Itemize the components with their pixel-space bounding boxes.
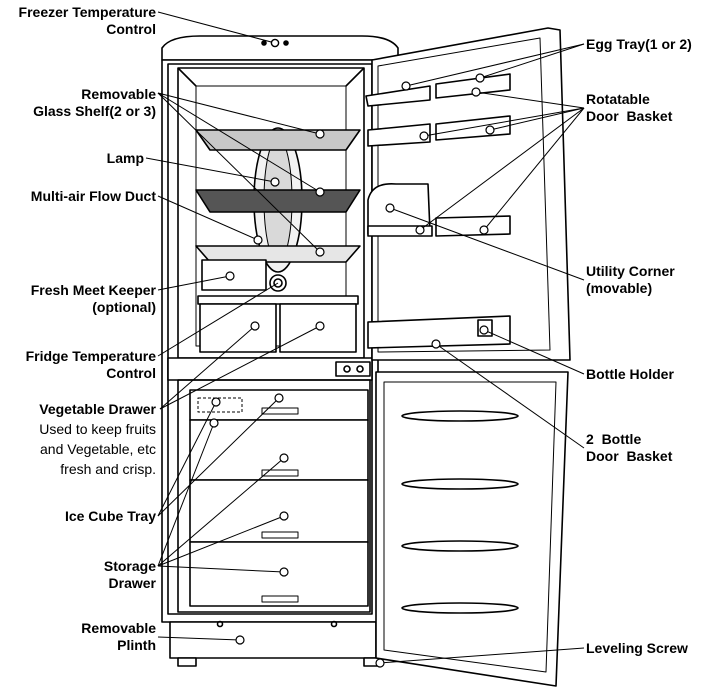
- crisper-left: [199, 303, 277, 353]
- utility-corner-shape: [367, 183, 431, 235]
- label-rotatable-door-basket: Rotatable Door Basket: [586, 91, 673, 124]
- crisper-shelf: [197, 295, 359, 305]
- label-fridge-temperature-control: Fridge Temperature Control: [25, 348, 156, 381]
- leader-utility-corner: [389, 207, 585, 281]
- glass-shelf-1: [195, 129, 361, 151]
- plinth: [169, 621, 377, 659]
- fridge-control-panel: [335, 361, 371, 377]
- leader-bottle-holder: [483, 329, 585, 375]
- label-freezer-temperature-control: Freezer Temperature Control: [18, 4, 156, 37]
- label-lamp: Lamp: [106, 150, 144, 166]
- leader-lamp: [145, 157, 276, 183]
- freezer-door: [375, 371, 569, 687]
- leader-storage-drawer: [157, 422, 215, 567]
- bottle-door-basket: [367, 315, 511, 349]
- glass-shelf-2: [195, 189, 361, 213]
- leader-fridge-control: [157, 282, 279, 357]
- label-removable-glass-shelf: Removable Glass Shelf(2 or 3): [33, 86, 156, 119]
- leader-bottle-basket: [435, 343, 585, 449]
- leader-leveling-screw: [379, 647, 585, 664]
- label-storage-drawer: Storage Drawer: [103, 558, 156, 591]
- label-egg-tray: Egg Tray(1 or 2): [586, 36, 692, 52]
- leader-plinth: [157, 636, 241, 641]
- label-removable-plinth: Removable Plinth: [81, 620, 156, 653]
- leader-vegetable-drawer: [159, 325, 256, 410]
- label-fresh-meet-keeper: Fresh Meet Keeper (optional): [30, 282, 156, 315]
- freezer-drawer-4: [189, 541, 369, 607]
- leader-egg-tray: [405, 43, 585, 87]
- label-ice-cube-tray: Ice Cube Tray: [64, 508, 156, 524]
- label-utility-corner: Utility Corner (movable): [586, 263, 675, 296]
- label-vegetable-drawer: Vegetable Drawer Used to keep fruits and…: [39, 401, 156, 477]
- top-control-panel: [161, 35, 399, 61]
- leader-ice-cube-tray: [157, 401, 217, 517]
- leader-rotatable-basket: [475, 91, 585, 109]
- leader-freezer-control: [157, 11, 276, 44]
- label-multi-air-flow-duct: Multi-air Flow Duct: [30, 188, 156, 204]
- freezer-drawer-1: [189, 389, 369, 421]
- leader-duct: [157, 195, 259, 241]
- label-bottle-holder: Bottle Holder: [586, 366, 674, 382]
- label-leveling-screw: Leveling Screw: [586, 640, 688, 656]
- leader-glass-shelf: [157, 92, 321, 135]
- leader-meat-keeper: [157, 275, 231, 291]
- label-bottle-door-basket: 2 Bottle Door Basket: [586, 431, 673, 464]
- fridge-door: [371, 27, 571, 361]
